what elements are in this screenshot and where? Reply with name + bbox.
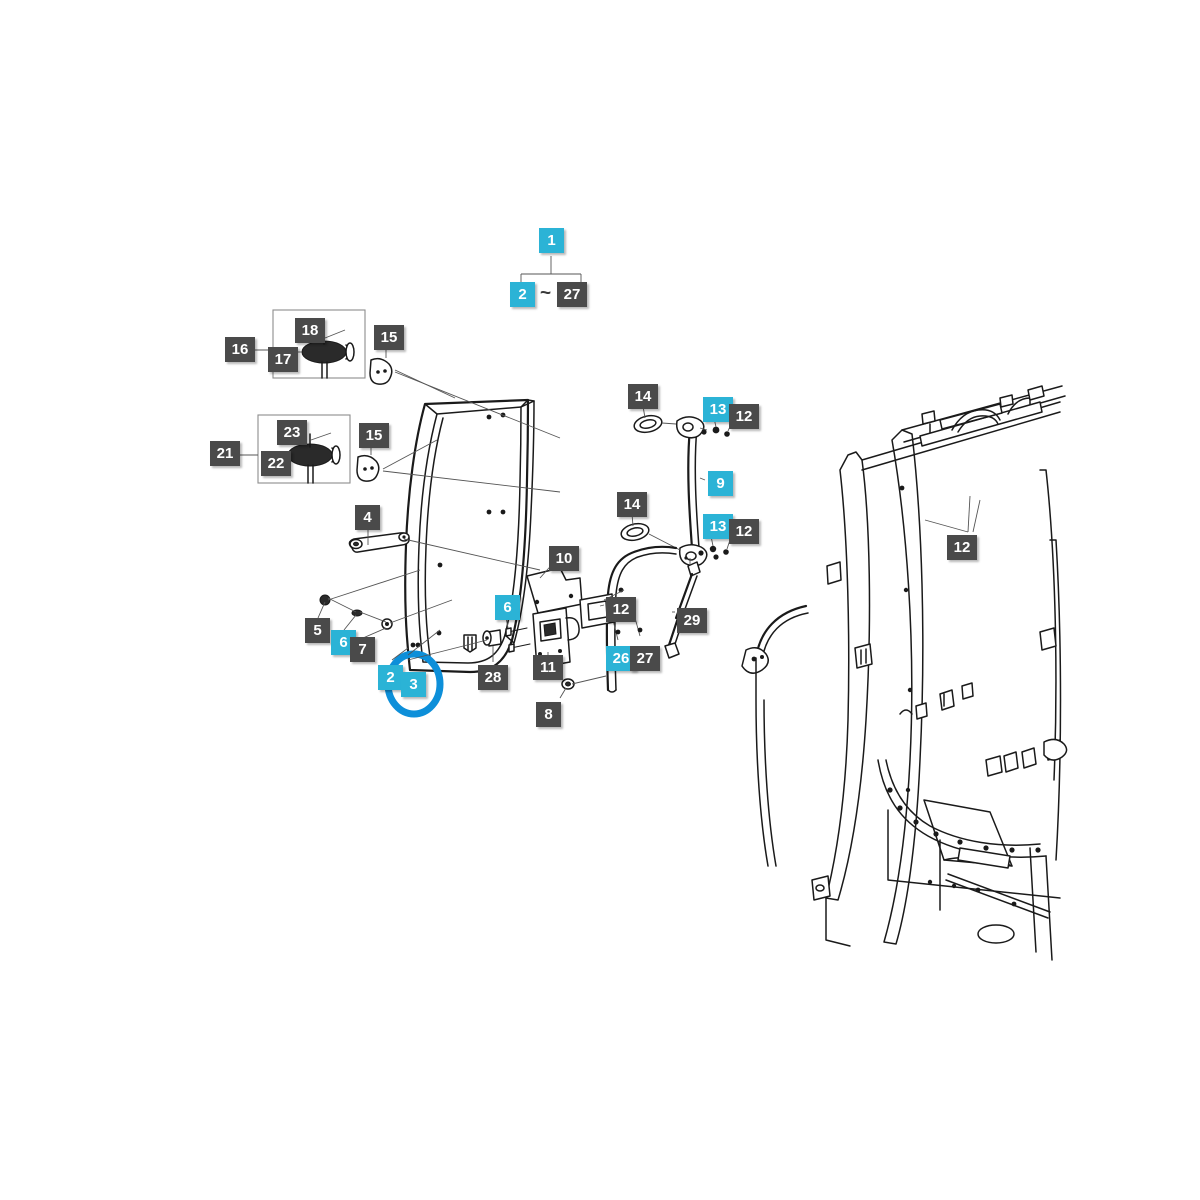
part-label-8[interactable]: 8 <box>536 702 561 727</box>
fender-hardware-cluster <box>899 682 1068 777</box>
part-label-11[interactable]: 11 <box>533 655 563 680</box>
part-label-2[interactable]: 2 <box>378 665 403 690</box>
part-label-1[interactable]: 1 <box>539 228 564 253</box>
part-6-bolts <box>504 611 531 653</box>
part-label-23[interactable]: 23 <box>277 420 307 445</box>
part-label-10[interactable]: 10 <box>549 546 579 571</box>
part-label-12[interactable]: 12 <box>729 404 759 429</box>
cab-frame-assembly <box>741 385 1068 961</box>
part-label-21[interactable]: 21 <box>210 441 240 466</box>
part-label-28[interactable]: 28 <box>478 665 508 690</box>
part-label-12[interactable]: 12 <box>606 597 636 622</box>
handle-part-22 <box>276 443 341 484</box>
part-label-17[interactable]: 17 <box>268 347 298 372</box>
part-label-13[interactable]: 13 <box>703 397 733 422</box>
part-label-5[interactable]: 5 <box>305 618 330 643</box>
part-label-27[interactable]: 27 <box>630 646 660 671</box>
part-28-striker <box>407 629 502 662</box>
part-label-3[interactable]: 3 <box>401 672 426 697</box>
part-8-nut <box>559 678 575 699</box>
part-label-13[interactable]: 13 <box>703 514 733 539</box>
part-label-2[interactable]: 2 <box>510 282 535 307</box>
legend-bracket <box>520 256 582 282</box>
part-label-15[interactable]: 15 <box>374 325 404 350</box>
parts-5-6-7-fasteners <box>317 569 453 639</box>
part-label-18[interactable]: 18 <box>295 318 325 343</box>
part-label-22[interactable]: 22 <box>261 451 291 476</box>
part-label-9[interactable]: 9 <box>708 471 733 496</box>
part-label-12[interactable]: 12 <box>729 519 759 544</box>
part-label-14[interactable]: 14 <box>628 384 658 409</box>
part-14-grommet-lower <box>620 513 681 551</box>
hinge-plate-15-upper <box>369 343 393 385</box>
part-4-door-link <box>348 523 541 571</box>
fasteners-13-12-lower <box>698 533 733 560</box>
part-label-16[interactable]: 16 <box>225 337 255 362</box>
part-29-gas-strut <box>664 558 701 659</box>
part-label-6[interactable]: 6 <box>495 595 520 620</box>
part-label-7[interactable]: 7 <box>350 637 375 662</box>
hinge-plate-15-lower <box>356 441 380 482</box>
part-label-12[interactable]: 12 <box>947 535 977 560</box>
part-14-grommet-upper <box>633 405 677 434</box>
part-label-4[interactable]: 4 <box>355 505 380 530</box>
part-label-15[interactable]: 15 <box>359 423 389 448</box>
handle-part-17 <box>290 340 355 379</box>
part-9-handrail-upper <box>675 416 708 567</box>
part-label-29[interactable]: 29 <box>677 608 707 633</box>
door-glass-panel <box>404 398 535 674</box>
part-label-14[interactable]: 14 <box>617 492 647 517</box>
callout-box-lower <box>240 414 351 484</box>
fender-rivets <box>887 787 1041 853</box>
range-separator: ~ <box>540 283 552 304</box>
part-label-27[interactable]: 27 <box>557 282 587 307</box>
part-11-latch <box>532 607 580 670</box>
